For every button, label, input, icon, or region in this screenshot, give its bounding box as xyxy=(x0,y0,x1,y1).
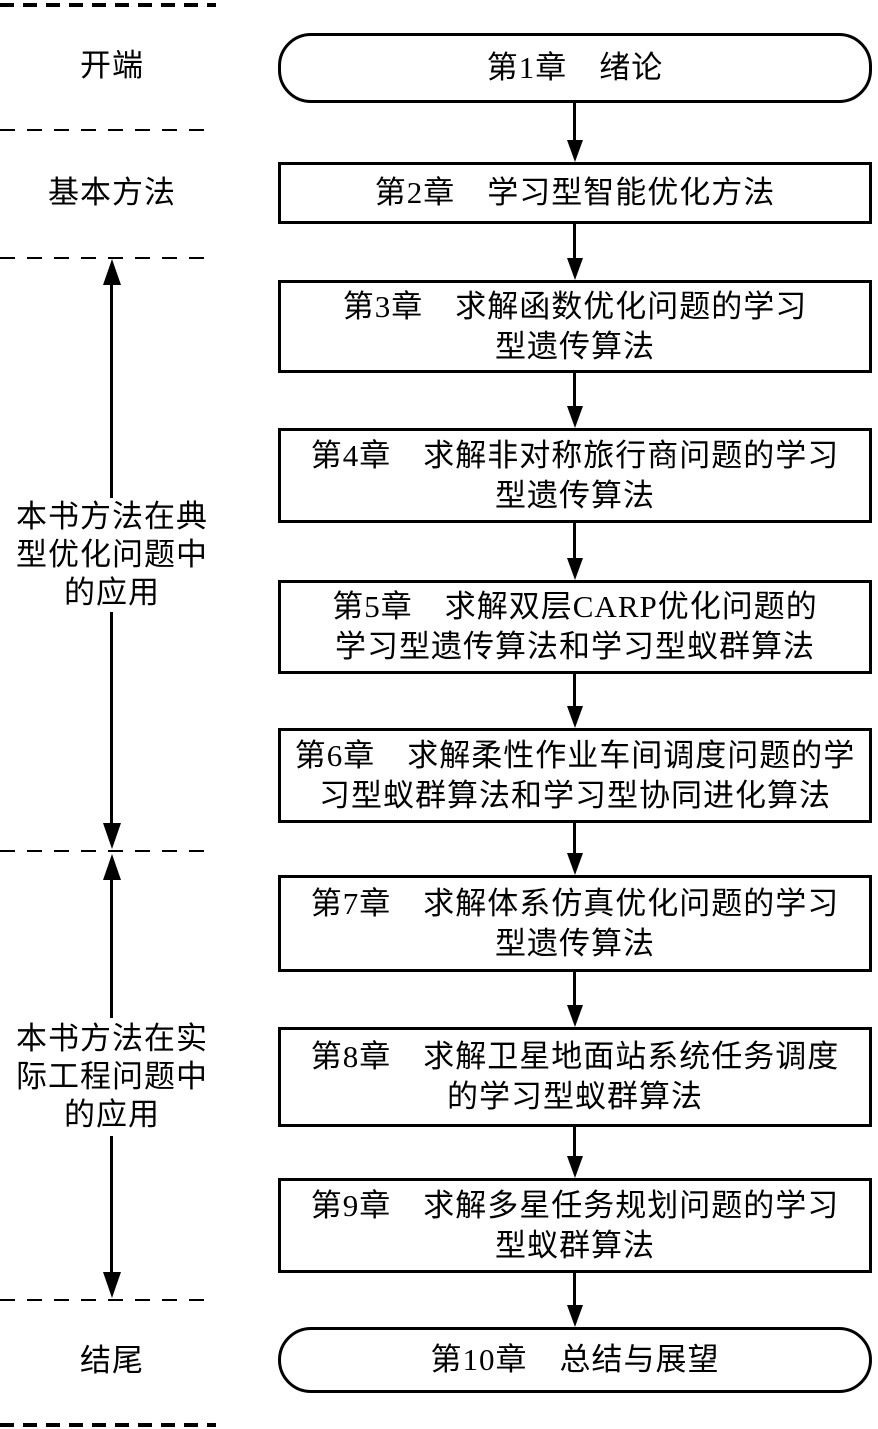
stage-divider-1 xyxy=(0,129,216,131)
range-arrow-engineering-upper-line xyxy=(110,878,113,1018)
stage-label-ending: 结尾 xyxy=(80,1343,144,1378)
stage-label-engineering-applications: 本书方法在实 际工程问题中 的应用 xyxy=(16,1021,208,1132)
chapter-node-6: 第6章 求解柔性作业车间调度问题的学 习型蚁群算法和学习型协同进化算法 xyxy=(278,728,872,823)
range-arrow-engineering-lower-line xyxy=(110,1136,113,1274)
chapter-node-10: 第10章 总结与展望 xyxy=(278,1327,872,1393)
chapter-node-1: 第1章 绪论 xyxy=(278,33,872,103)
stage-divider-2 xyxy=(0,257,216,259)
range-arrow-engineering-down-head xyxy=(103,1272,121,1298)
chapter-node-4: 第4章 求解非对称旅行商问题的学习 型遗传算法 xyxy=(278,428,872,523)
range-arrow-engineering-up-head xyxy=(103,854,121,880)
connector-line-4-5 xyxy=(573,523,576,560)
stage-divider-4 xyxy=(0,1299,216,1301)
connector-arrowhead-5-6 xyxy=(567,706,583,728)
connector-arrowhead-9-10 xyxy=(567,1305,583,1327)
range-arrow-typical-upper-line xyxy=(110,283,113,498)
chapter-node-9: 第9章 求解多星任务规划问题的学习 型蚁群算法 xyxy=(278,1178,872,1273)
stage-label-beginning: 开端 xyxy=(80,48,144,83)
stage-label-typical-applications: 本书方法在典 型优化问题中 的应用 xyxy=(16,499,208,610)
connector-arrowhead-6-7 xyxy=(567,853,583,875)
stage-divider-3 xyxy=(0,850,216,852)
connector-arrowhead-3-4 xyxy=(567,406,583,428)
connector-line-8-9 xyxy=(573,1127,576,1158)
stage-divider-bottom xyxy=(0,1423,216,1427)
connector-line-9-10 xyxy=(573,1273,576,1307)
stage-label-basic-methods: 基本方法 xyxy=(48,175,176,210)
connector-arrowhead-2-3 xyxy=(567,258,583,280)
range-arrow-typical-up-head xyxy=(103,259,121,285)
connector-line-1-2 xyxy=(573,103,576,143)
connector-arrowhead-1-2 xyxy=(567,140,583,162)
connector-line-2-3 xyxy=(573,224,576,260)
stage-divider-top xyxy=(0,3,216,7)
connector-line-3-4 xyxy=(573,373,576,409)
connector-arrowhead-4-5 xyxy=(567,558,583,580)
connector-line-5-6 xyxy=(573,674,576,708)
range-arrow-typical-lower-line xyxy=(110,612,113,825)
connector-arrowhead-7-8 xyxy=(567,1005,583,1027)
connector-line-6-7 xyxy=(573,823,576,855)
chapter-node-7: 第7章 求解体系仿真优化问题的学习 型遗传算法 xyxy=(278,875,872,972)
chapter-node-2: 第2章 学习型智能优化方法 xyxy=(278,162,872,224)
range-arrow-typical-down-head xyxy=(103,823,121,849)
chapter-node-5: 第5章 求解双层CARP优化问题的 学习型遗传算法和学习型蚁群算法 xyxy=(278,580,872,674)
connector-arrowhead-8-9 xyxy=(567,1156,583,1178)
connector-line-7-8 xyxy=(573,972,576,1007)
chapter-node-8: 第8章 求解卫星地面站系统任务调度 的学习型蚁群算法 xyxy=(278,1027,872,1127)
chapter-node-3: 第3章 求解函数优化问题的学习 型遗传算法 xyxy=(278,280,872,373)
